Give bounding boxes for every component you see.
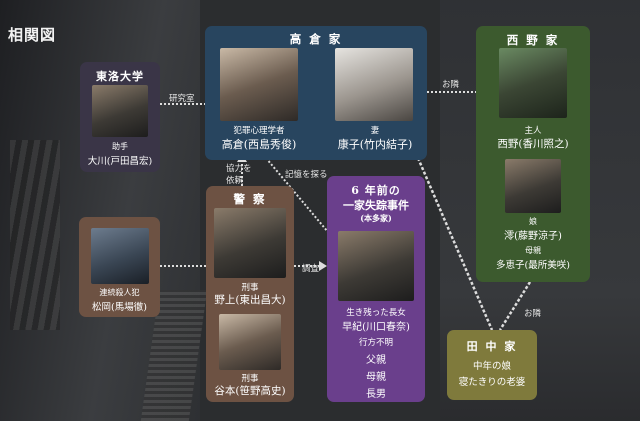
yasuko-role: 妻 xyxy=(370,126,380,136)
tanaka-line1: 中年の娘 xyxy=(472,361,511,372)
photo-tanimoto xyxy=(219,314,281,370)
matsuoka-name: 松岡(馬場徹) xyxy=(92,302,147,313)
chart-title: 相関図 xyxy=(8,26,57,44)
group-takakura: 高 倉 家 犯罪心理学者 高倉(西島秀俊) 妻 康子(竹内結子) xyxy=(205,26,427,160)
tanaka-line2: 寝たきりの老婆 xyxy=(458,377,526,388)
missing-mother: 母親 xyxy=(366,372,386,383)
label-cooperate-line2: 依頼 xyxy=(226,176,244,186)
group-case: 6 年前の 一家失踪事件 (本多家) 生き残った長女 早紀(川口春奈) 行方不明… xyxy=(327,176,425,402)
group-title-nishino: 西 野 家 xyxy=(506,33,560,47)
group-title-takakura: 高 倉 家 xyxy=(289,32,343,46)
arrow-investigate xyxy=(319,261,327,271)
group-univ: 東洛大学 助手 大川(戸田昌宏) xyxy=(80,62,160,172)
case-title-line1: 6 年前の xyxy=(351,184,401,197)
group-killer: 連続殺人犯 松岡(馬場徹) xyxy=(79,217,160,317)
nogami-role: 刑事 xyxy=(241,283,259,293)
mio-name: 澪(藤野涼子) xyxy=(504,231,562,242)
nishino-name: 西野(香川照之) xyxy=(497,138,569,150)
photo-mio xyxy=(505,159,561,213)
line-neighbor-tanaka xyxy=(416,157,494,331)
group-title-univ: 東洛大学 xyxy=(96,70,144,83)
group-tanaka: 田 中 家 中年の娘 寝たきりの老婆 xyxy=(447,330,537,400)
tanimoto-role: 刑事 xyxy=(241,374,259,384)
photo-saki xyxy=(338,231,414,301)
group-title-police: 警 察 xyxy=(233,192,267,206)
label-neighbor-nishino: お隣 xyxy=(442,80,460,90)
case-title-line2: 一家失踪事件 xyxy=(343,199,409,212)
background-stripes xyxy=(10,140,60,330)
okawa-role: 助手 xyxy=(112,142,128,151)
takakura-role: 犯罪心理学者 xyxy=(233,126,285,136)
label-cooperate-line1: 協力を xyxy=(226,164,252,174)
matsuoka-role: 連続殺人犯 xyxy=(99,288,140,297)
label-neighbor-tanaka: お隣 xyxy=(524,309,542,319)
taeko-name: 多恵子(最所美咲) xyxy=(496,260,570,271)
label-memory: 記憶を探る xyxy=(285,170,328,180)
nogami-name: 野上(東出昌大) xyxy=(214,294,286,306)
label-investigate: 調査 xyxy=(302,264,320,274)
missing-father: 父親 xyxy=(366,355,386,366)
group-nishino: 西 野 家 主人 西野(香川照之) 娘 澪(藤野涼子) 母親 多恵子(最所美咲) xyxy=(476,26,590,282)
label-lab: 研究室 xyxy=(169,94,195,104)
missing-son: 長男 xyxy=(366,389,386,400)
nishino-role: 主人 xyxy=(524,126,542,136)
saki-role: 生き残った長女 xyxy=(346,308,406,318)
taeko-role: 母親 xyxy=(525,246,541,255)
label-cooperate: 協力を 依頼 xyxy=(226,163,252,187)
yasuko-name: 康子(竹内結子) xyxy=(337,138,413,151)
photo-nogami xyxy=(214,208,286,278)
line-memory xyxy=(265,157,334,239)
photo-okawa xyxy=(92,85,148,137)
missing-label: 行方不明 xyxy=(358,338,393,348)
photo-takakura xyxy=(220,48,298,121)
case-title-line3: (本多家) xyxy=(360,213,392,223)
saki-name: 早紀(川口春奈) xyxy=(342,322,410,333)
line-nishino-tanaka xyxy=(498,281,532,331)
photo-nishino xyxy=(499,48,567,118)
mio-role: 娘 xyxy=(529,217,537,226)
photo-yasuko xyxy=(335,48,413,121)
group-police: 警 察 刑事 野上(東出昌大) 刑事 谷本(笹野高史) xyxy=(206,186,294,402)
takakura-name: 高倉(西島秀俊) xyxy=(221,138,297,151)
okawa-name: 大川(戸田昌宏) xyxy=(87,156,153,167)
photo-matsuoka xyxy=(91,228,149,284)
tanimoto-name: 谷本(笹野高史) xyxy=(214,385,286,397)
group-title-tanaka: 田 中 家 xyxy=(466,340,518,353)
